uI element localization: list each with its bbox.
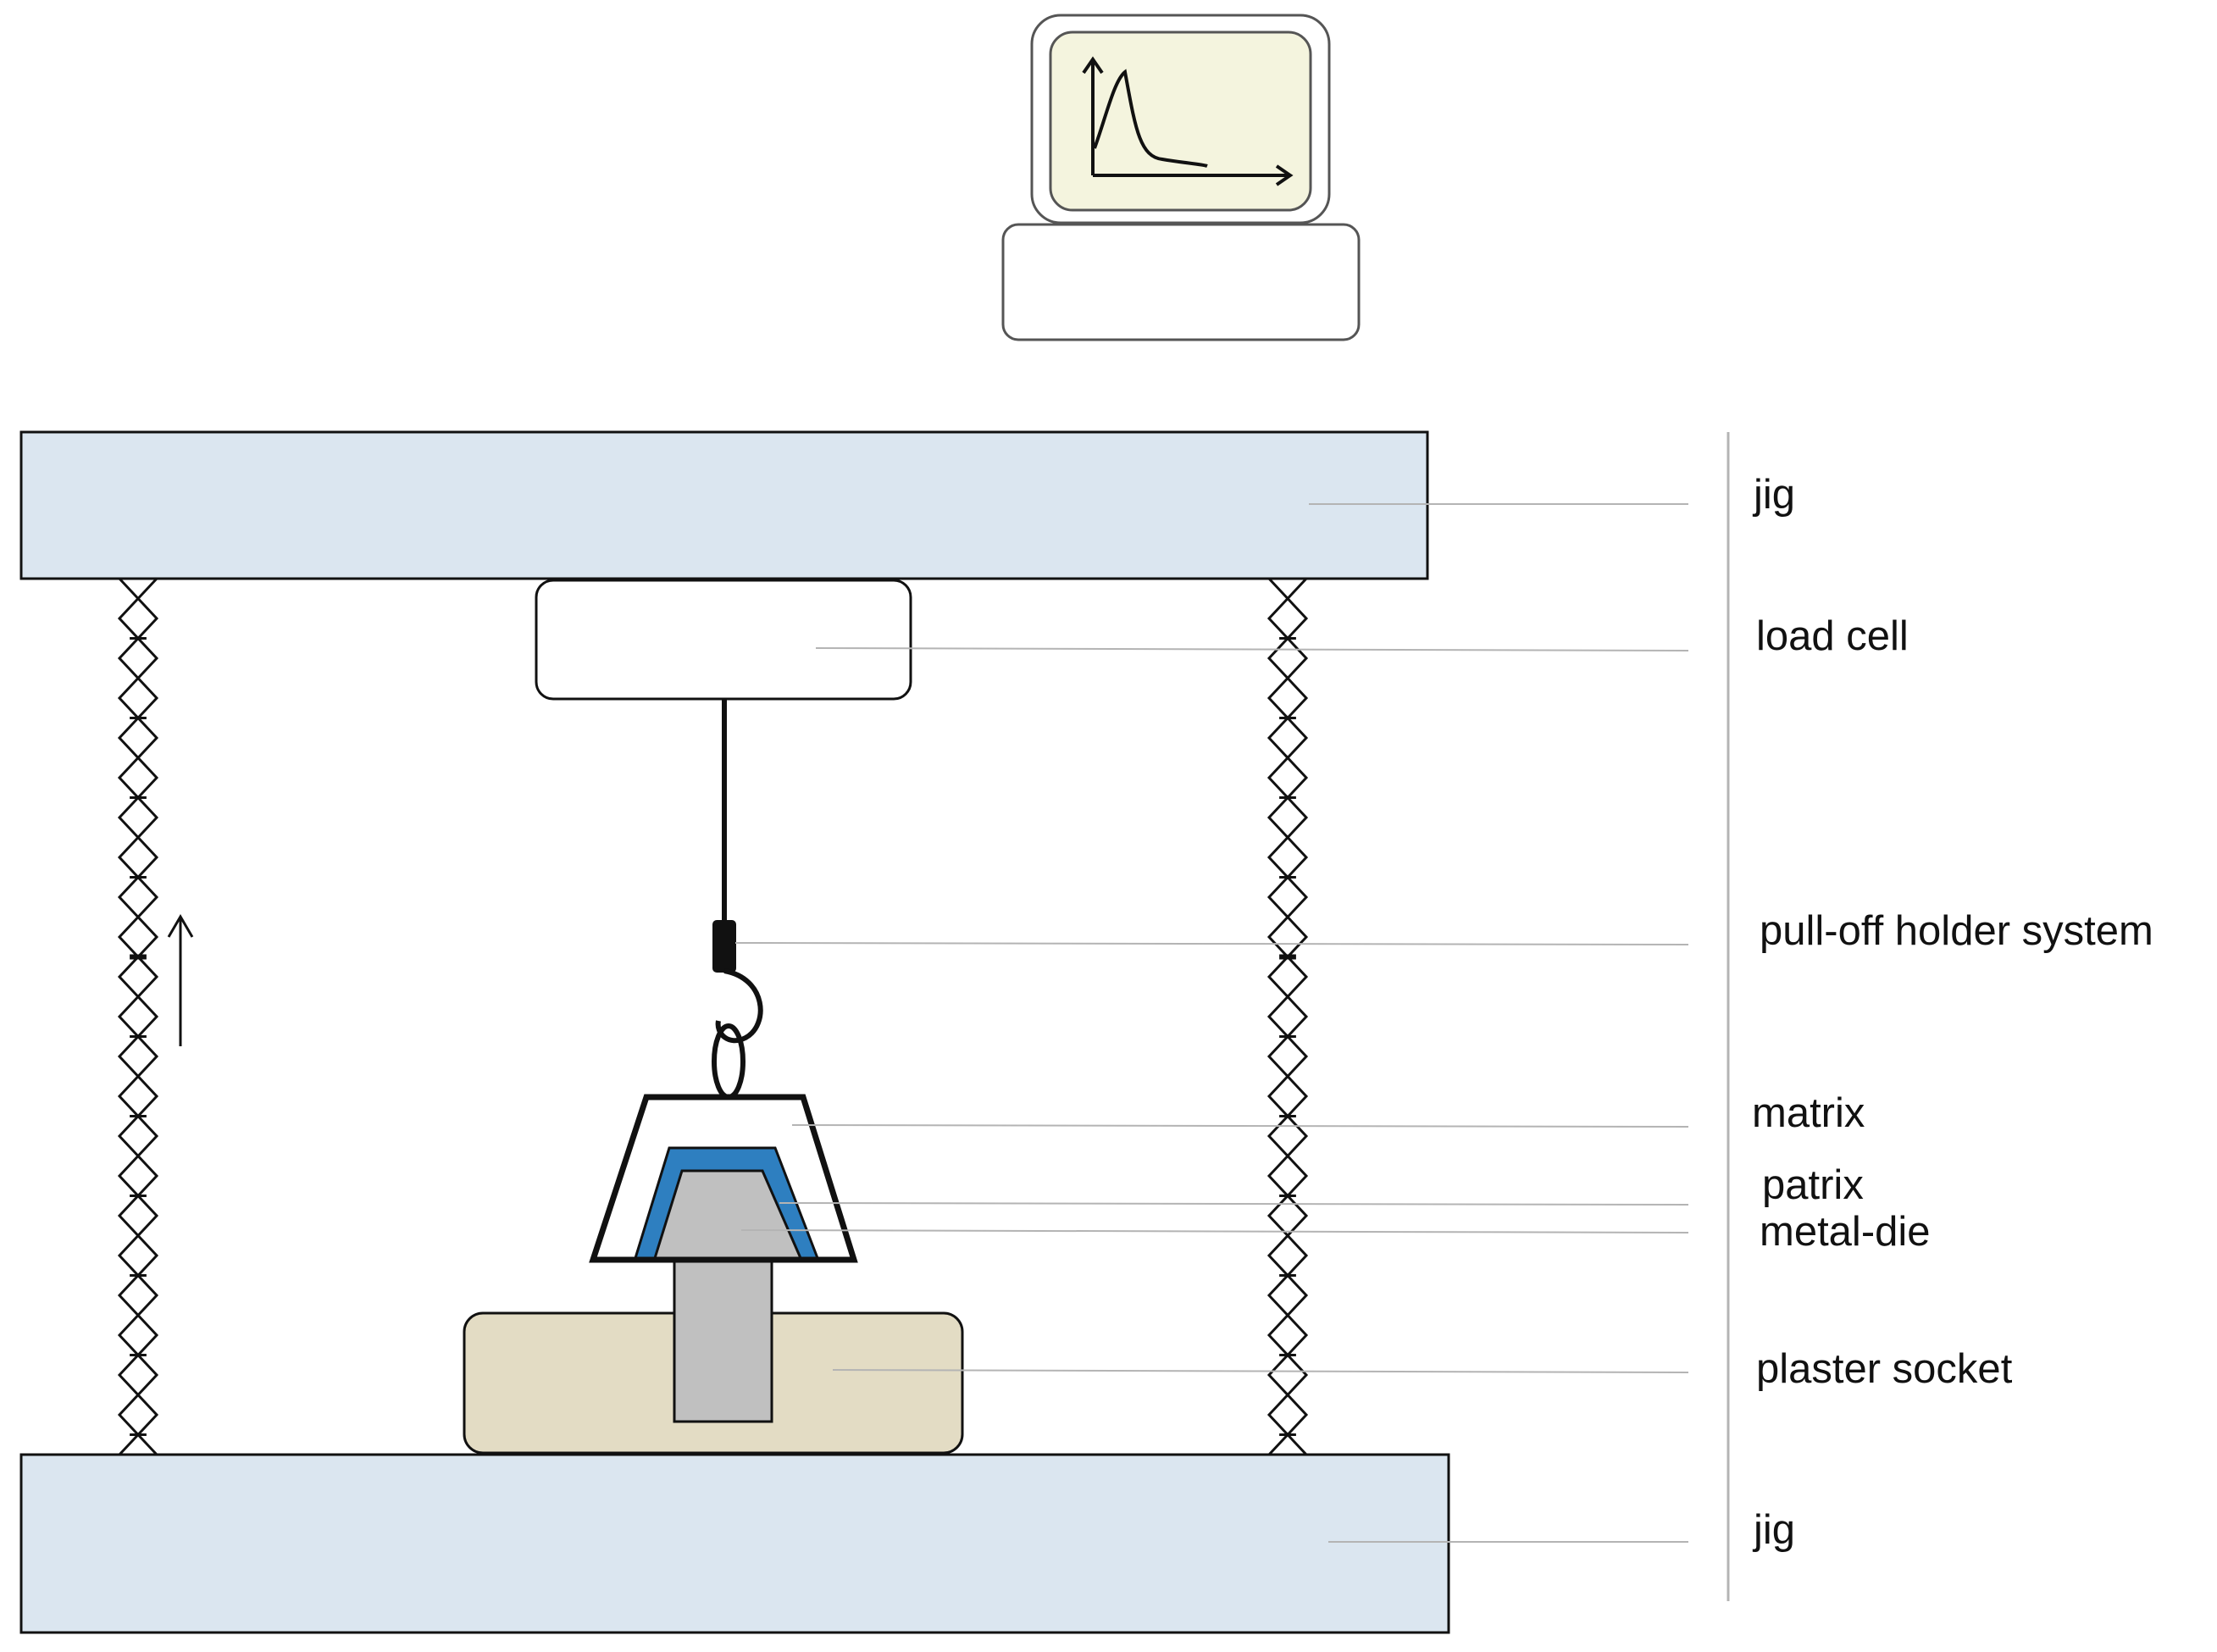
label-jig-bottom: jig (1752, 1507, 1795, 1553)
pull-off-holder-system (712, 920, 763, 1100)
jig-top (19, 430, 1429, 580)
label-patrix: patrix (1762, 1162, 1864, 1208)
leader-load-cell (815, 647, 1689, 651)
label-pull-off-holder-system: pull-off holder system (1760, 908, 2153, 954)
holder-ring (712, 1023, 745, 1100)
label-matrix: matrix (1752, 1090, 1865, 1136)
leader-metal-die (740, 1229, 1689, 1233)
label-plaster-socket: plaster socket (1756, 1346, 2013, 1392)
computer-monitor-icon (1001, 14, 1361, 341)
zigzag-strand (117, 577, 159, 1456)
leader-lines (734, 503, 1689, 1543)
leader-matrix (791, 1124, 1689, 1128)
right-guide-column (1266, 577, 1309, 1456)
leader-patrix (779, 1202, 1689, 1206)
force-time-graph-icon (1082, 56, 1294, 186)
jig-bottom (19, 1453, 1450, 1634)
metal-die (652, 1169, 803, 1260)
zigzag-strand (117, 577, 159, 1456)
pull-direction-arrow-icon (167, 914, 194, 1046)
label-jig-top: jig (1752, 472, 1795, 518)
leader-pull-off-holder (734, 942, 1689, 945)
label-load-cell: load cell (1756, 613, 1909, 659)
load-cell (535, 579, 912, 701)
monitor-screen (1049, 30, 1312, 212)
holder-clamp (712, 920, 736, 973)
zigzag-strand (1266, 577, 1309, 1456)
left-guide-column (117, 577, 159, 1456)
label-metal-die: metal-die (1760, 1209, 1931, 1255)
leader-plaster-socket (832, 1369, 1689, 1373)
computer-base (1001, 223, 1361, 341)
metal-die-stem (673, 1256, 773, 1423)
zigzag-strand (1266, 577, 1309, 1456)
